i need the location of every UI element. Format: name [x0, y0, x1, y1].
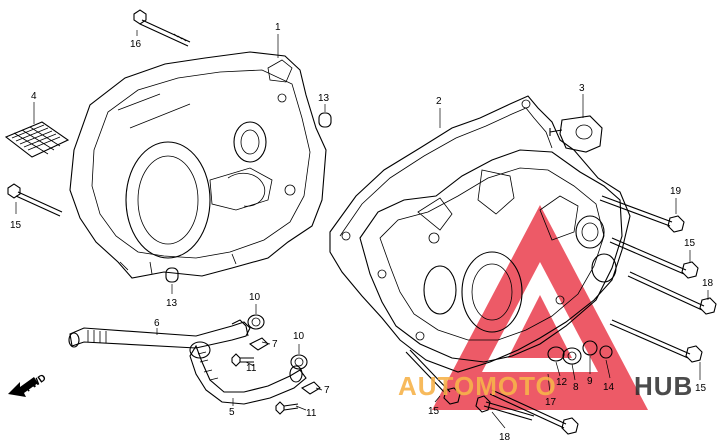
callout-11-lower: 11: [306, 408, 317, 419]
clamp-7-lower: [300, 381, 321, 395]
callout-10-upper: 10: [249, 292, 261, 303]
callout-15-right-upper: 15: [684, 238, 696, 249]
callout-11-upper: 11: [246, 363, 257, 374]
watermark-hub: HUB: [634, 371, 693, 401]
callout-7-upper: 7: [272, 339, 278, 350]
bolt-18-right: [627, 271, 717, 315]
callout-18-right: 18: [702, 278, 714, 289]
callout-7-lower: 7: [324, 385, 330, 396]
watermark-text: AUTOMOTO HUB: [398, 371, 693, 401]
bolt-15-right-lower: [609, 319, 703, 363]
oil-filter-screen: [4, 121, 70, 158]
callout-10-lower: 10: [293, 331, 305, 342]
callout-9: 9: [587, 376, 593, 387]
right-crankcase: [359, 115, 623, 363]
oil-hose-5: [189, 341, 307, 405]
callout-8: 8: [573, 382, 579, 393]
dowel-pin-13-lower: [165, 267, 179, 283]
bolt-19: [599, 195, 685, 233]
fwd-label: FWD: [23, 372, 48, 394]
left-crankcase: [69, 51, 327, 279]
callout-4: 4: [31, 91, 37, 102]
bolt-15-right-upper: [609, 237, 699, 279]
dowel-pin-13-upper: [318, 112, 332, 128]
callout-19: 19: [670, 186, 682, 197]
callout-6: 6: [154, 318, 160, 329]
callout-15-left: 15: [10, 220, 22, 231]
crankcase-gasket: [329, 95, 631, 373]
callout-16: 16: [130, 39, 142, 50]
callout-17: 17: [545, 397, 557, 408]
callout-2: 2: [436, 96, 442, 107]
callout-14: 14: [603, 382, 615, 393]
callout-5: 5: [229, 407, 235, 418]
bolt-15-left: [7, 183, 63, 217]
leader-lines: [15, 30, 709, 429]
bolt-11-lower: [275, 401, 299, 415]
bolt-18-bottom: [475, 395, 535, 421]
sealing-washers: [547, 340, 613, 365]
callout-12: 12: [556, 377, 568, 388]
callout-13-lower: 13: [166, 298, 178, 309]
callout-15-bottom: 15: [428, 406, 440, 417]
bolt-17: [489, 389, 579, 435]
watermark-automoto: AUTOMOTO: [398, 371, 557, 401]
bolt-15-bottom: [405, 349, 461, 405]
bolt-11-upper: [231, 353, 254, 367]
callout-3: 3: [579, 83, 585, 94]
clamp-7-upper: [248, 337, 269, 351]
forward-arrow-icon: [8, 377, 38, 397]
watermark-logo: [432, 205, 648, 410]
callout-1: 1: [275, 22, 281, 33]
oil-pipe-6: [68, 319, 251, 349]
callout-18-bottom: 18: [499, 432, 511, 443]
o-ring-10-lower: [290, 354, 308, 370]
o-ring-10-upper: [247, 314, 265, 330]
bolt-16: [133, 9, 191, 47]
callout-15-right-lower: 15: [695, 383, 707, 394]
callout-13-upper: 13: [318, 93, 330, 104]
